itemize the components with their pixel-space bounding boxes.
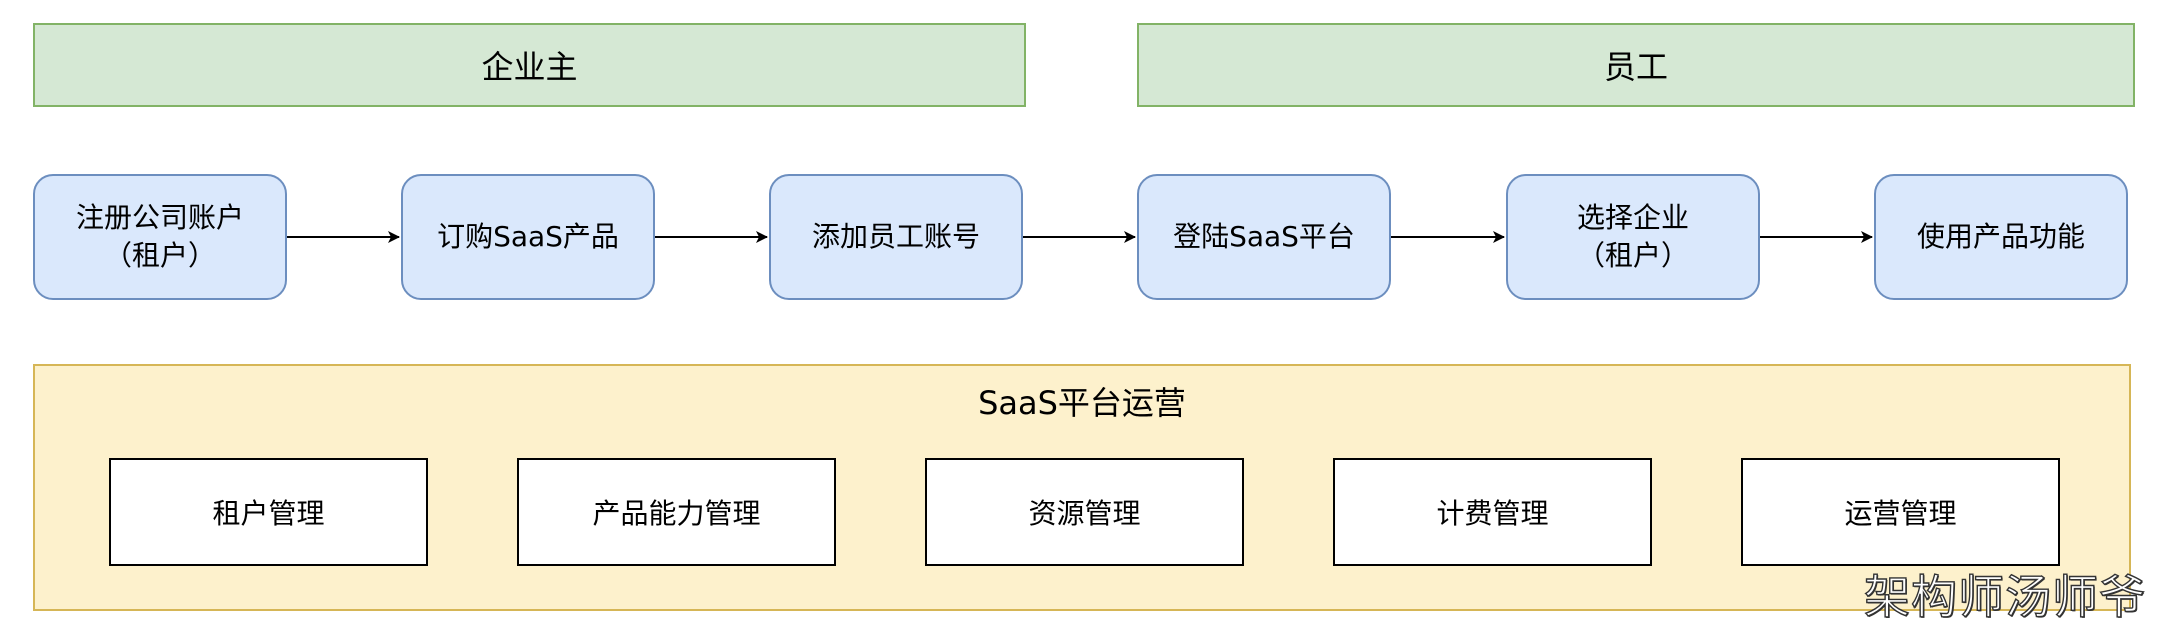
role-bar-owner: 企业主: [33, 23, 1026, 107]
step-login-platform: 登陆SaaS平台: [1137, 174, 1391, 300]
step-use-features: 使用产品功能: [1874, 174, 2128, 300]
module-product-capability-management: 产品能力管理: [517, 458, 836, 566]
step-add-employee: 添加员工账号: [769, 174, 1023, 300]
step-register-account: 注册公司账户 （租户）: [33, 174, 287, 300]
watermark: 架构师汤师爷: [1863, 569, 2146, 624]
module-tenant-management: 租户管理: [109, 458, 428, 566]
role-label-owner: 企业主: [481, 48, 578, 86]
role-bar-employee: 员工: [1137, 23, 2135, 107]
step-order-product: 订购SaaS产品: [401, 174, 655, 300]
module-resource-management: 资源管理: [925, 458, 1244, 566]
ops-title: SaaS平台运营: [978, 384, 1186, 422]
step-select-tenant: 选择企业 （租户）: [1506, 174, 1760, 300]
module-billing-management: 计费管理: [1333, 458, 1652, 566]
module-operations-management: 运营管理: [1741, 458, 2060, 566]
ops-panel: SaaS平台运营 租户管理 产品能力管理 资源管理 计费管理 运营管理: [33, 364, 2131, 611]
role-label-employee: 员工: [1603, 48, 1668, 86]
